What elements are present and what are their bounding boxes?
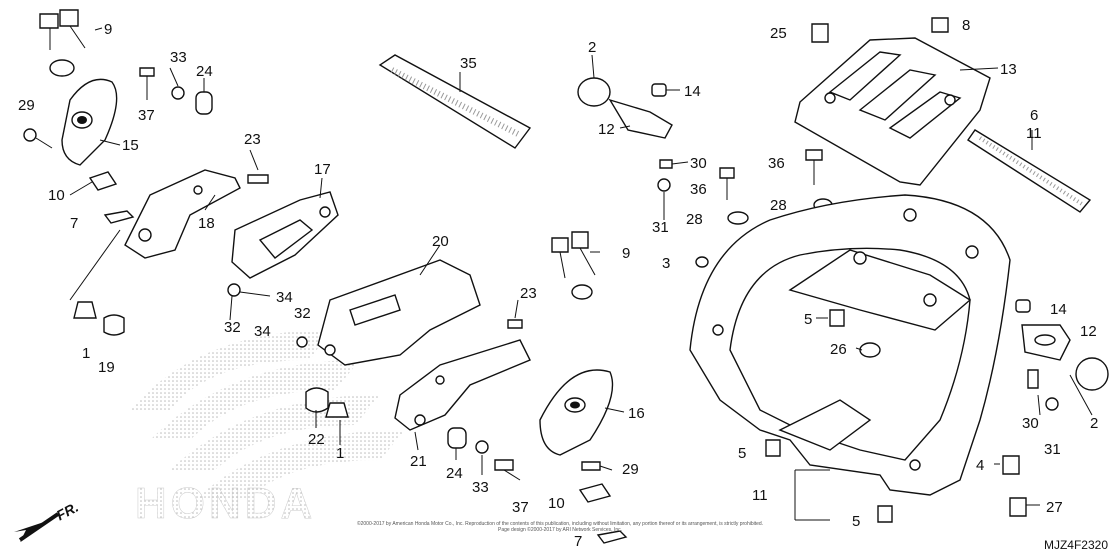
callout-23-left: 23 bbox=[244, 131, 261, 148]
bracket-12-group bbox=[577, 77, 673, 192]
callout-2-right: 2 bbox=[1090, 415, 1098, 432]
bracket-12-right bbox=[1015, 299, 1109, 411]
callout-1-left: 1 bbox=[82, 345, 90, 362]
latch-17 bbox=[231, 191, 339, 279]
callout-7-left: 7 bbox=[70, 215, 78, 232]
callout-20: 20 bbox=[432, 233, 449, 250]
callout-8: 8 bbox=[962, 17, 970, 34]
callout-26: 26 bbox=[830, 341, 847, 358]
key-set-top bbox=[39, 9, 86, 77]
copyright-line-1: ©2000-2017 by American Honda Motor Co., … bbox=[356, 521, 764, 527]
small-parts-left bbox=[23, 67, 308, 348]
callout-22: 22 bbox=[308, 431, 325, 448]
leader-lines bbox=[69, 27, 1093, 521]
callout-23-center: 23 bbox=[520, 285, 537, 302]
callout-21: 21 bbox=[410, 453, 427, 470]
callout-32-b: 32 bbox=[294, 305, 311, 322]
honda-watermark-text: HONDA bbox=[135, 479, 316, 528]
callout-28-b: 28 bbox=[770, 197, 787, 214]
diagram-code: MJZ4F2320 bbox=[1043, 538, 1108, 552]
bracket-20 bbox=[317, 259, 481, 366]
callout-3: 3 bbox=[662, 255, 670, 272]
callout-30-right: 30 bbox=[1022, 415, 1039, 432]
strap-35 bbox=[378, 54, 532, 149]
callout-10-center: 10 bbox=[548, 495, 565, 512]
callout-35: 35 bbox=[460, 55, 477, 72]
strip-6 bbox=[967, 129, 1092, 213]
callout-10-left: 10 bbox=[48, 187, 65, 204]
callout-12-right: 12 bbox=[1080, 323, 1097, 340]
callout-24-center: 24 bbox=[446, 465, 463, 482]
copyright-notice: ©2000-2017 by American Honda Motor Co., … bbox=[300, 521, 820, 533]
callout-7-center: 7 bbox=[574, 533, 582, 550]
callout-1-center: 1 bbox=[336, 445, 344, 462]
callout-14-right: 14 bbox=[1050, 301, 1067, 318]
callout-31-center: 31 bbox=[652, 219, 669, 236]
hinge-21 bbox=[394, 339, 531, 431]
callout-12-center: 12 bbox=[598, 121, 615, 138]
callout-14-center: 14 bbox=[684, 83, 701, 100]
callout-19: 19 bbox=[98, 359, 115, 376]
bushings-5 bbox=[765, 309, 1027, 523]
top-rack-13 bbox=[794, 37, 991, 186]
callout-6: 6 bbox=[1030, 107, 1038, 124]
callout-5-b: 5 bbox=[738, 445, 746, 462]
callout-24-left: 24 bbox=[196, 63, 213, 80]
copyright-line-2: Page design ©2000-2017 by ARI Network Se… bbox=[497, 527, 623, 533]
callout-4: 4 bbox=[976, 457, 984, 474]
callout-29-center: 29 bbox=[622, 461, 639, 478]
hinge-bracket-18 bbox=[124, 169, 241, 259]
front-direction-arrow bbox=[14, 512, 60, 542]
callout-11-bottom: 11 bbox=[752, 487, 768, 504]
key-set-center bbox=[551, 231, 596, 300]
callout-13: 13 bbox=[1000, 61, 1017, 78]
callout-5-a: 5 bbox=[804, 311, 812, 328]
carrier-frame-11 bbox=[689, 194, 1011, 496]
callout-34-a: 34 bbox=[276, 289, 293, 306]
callout-31-right: 31 bbox=[1044, 441, 1061, 458]
callout-28-a: 28 bbox=[686, 211, 703, 228]
small-parts-center bbox=[578, 461, 628, 544]
callout-11-top: 11 bbox=[1026, 125, 1042, 142]
callout-18: 18 bbox=[198, 215, 215, 232]
callout-29-left: 29 bbox=[18, 97, 35, 114]
callout-2-center: 2 bbox=[588, 39, 596, 56]
callout-16: 16 bbox=[628, 405, 645, 422]
lock-cover-left bbox=[61, 78, 118, 166]
callout-36-b: 36 bbox=[768, 155, 785, 172]
callout-34-b: 34 bbox=[254, 323, 271, 340]
lower-bolts bbox=[447, 319, 523, 481]
callout-15: 15 bbox=[122, 137, 139, 154]
callout-30-center: 30 bbox=[690, 155, 707, 172]
callout-32-a: 32 bbox=[224, 319, 241, 336]
callout-33-center: 33 bbox=[472, 479, 489, 496]
callout-9-center: 9 bbox=[622, 245, 630, 262]
lock-cover-center bbox=[539, 369, 614, 456]
callout-36-a: 36 bbox=[690, 181, 707, 198]
callout-9-top: 9 bbox=[104, 21, 112, 38]
callout-33-left: 33 bbox=[170, 49, 187, 66]
nuts-25-8 bbox=[811, 17, 949, 43]
callout-labels: 9 33 24 29 37 15 10 7 23 18 17 1 19 32 3… bbox=[18, 17, 1098, 550]
callout-25: 25 bbox=[770, 25, 787, 42]
spring-22 bbox=[305, 387, 349, 418]
callout-27: 27 bbox=[1046, 499, 1063, 516]
callout-17: 17 bbox=[314, 161, 331, 178]
callout-37-center: 37 bbox=[512, 499, 529, 516]
callout-37-left: 37 bbox=[138, 107, 155, 124]
callout-5-c: 5 bbox=[852, 513, 860, 530]
